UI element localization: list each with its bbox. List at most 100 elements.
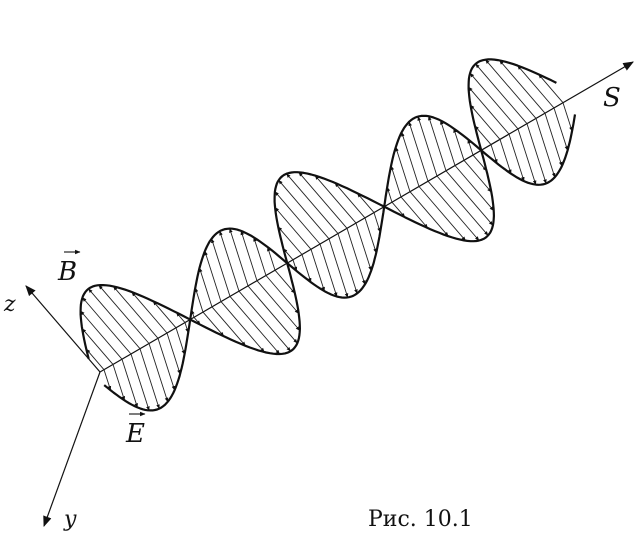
b-field-vector — [81, 328, 114, 365]
b-field-vector — [463, 160, 492, 193]
b-field-vector — [283, 248, 294, 261]
e-field-vector — [499, 139, 512, 175]
e-field-vector — [194, 287, 204, 313]
b-field-vector — [485, 59, 537, 119]
e-field-vector — [310, 249, 325, 292]
e-field-vector — [328, 238, 349, 298]
b-field-vector — [445, 170, 494, 226]
e-field-vector — [562, 102, 573, 132]
e-field-vector — [417, 116, 438, 177]
b-field-vector — [274, 269, 296, 294]
electric-field-hatching — [103, 102, 573, 411]
magnetic-field-curve — [79, 58, 557, 360]
b-field-vector — [474, 125, 492, 145]
e-label: E — [125, 419, 145, 449]
e-field-vector — [166, 332, 181, 375]
b-field-vector — [286, 173, 339, 234]
e-field-vector — [346, 228, 366, 285]
b-field-vector — [454, 165, 495, 211]
e-field-vector — [490, 144, 498, 164]
b-field-vector — [277, 226, 303, 255]
e-field-vector — [544, 113, 563, 167]
e-field-vector — [219, 230, 240, 292]
e-field-vector — [157, 338, 176, 391]
z-axis — [25, 285, 101, 373]
e-field-vector — [301, 254, 312, 283]
b-field-vector — [256, 280, 301, 331]
b-field-vector — [274, 191, 321, 245]
b-field-vector — [298, 171, 348, 229]
e-field-vector — [112, 364, 125, 401]
e-field-vector — [440, 120, 456, 166]
b-field-vector — [538, 73, 564, 103]
e-field-vector — [517, 128, 537, 186]
b-field-vector — [98, 284, 150, 344]
b-field-vector — [427, 180, 480, 241]
b-field-vector — [152, 300, 177, 329]
b-vector-label: B — [57, 249, 81, 287]
e-field-vector — [553, 107, 569, 151]
e-field-vector — [199, 267, 213, 308]
e-field-vector — [121, 359, 138, 408]
e-field-vector — [211, 238, 231, 297]
b-field-vector — [265, 275, 300, 314]
b-field-vector — [88, 288, 141, 349]
b-field-vector — [334, 182, 366, 219]
e-field-vector — [139, 348, 160, 410]
b-field-vector — [278, 179, 330, 240]
b-field-vector — [391, 201, 406, 218]
e-field-vector — [267, 246, 276, 271]
b-field-vector — [229, 296, 280, 355]
b-field-vector — [247, 285, 298, 344]
e-field-vector — [103, 369, 112, 391]
e-field-vector — [204, 250, 222, 302]
b-field-vector — [400, 196, 429, 229]
e-field-vector — [337, 233, 358, 294]
e-field-vector — [175, 327, 185, 355]
b-field-vector — [82, 297, 132, 355]
e-field-vector — [319, 243, 338, 297]
b-field-vector — [202, 311, 225, 337]
figure-caption: Рис. 10.1 — [368, 507, 473, 532]
b-field-vector — [314, 175, 357, 224]
e-field-vector — [535, 118, 556, 178]
e-vector-label: E — [125, 411, 146, 449]
b-field-vector — [113, 286, 159, 339]
b-field-vector — [469, 72, 519, 130]
b-field-vector — [470, 104, 501, 140]
e-field-vector — [355, 222, 372, 272]
e-field-vector — [364, 217, 377, 254]
s-label: S — [603, 83, 621, 113]
b-field-vector — [436, 175, 489, 236]
e-field-vector — [390, 165, 402, 198]
e-field-vector — [148, 343, 169, 403]
b-field-vector — [472, 154, 487, 172]
e-field-vector — [373, 212, 381, 233]
e-field-vector — [401, 131, 420, 187]
y-axis — [43, 371, 101, 528]
b-field-vector — [274, 207, 312, 250]
propagation-axis — [99, 61, 634, 373]
e-field-vector — [386, 186, 393, 203]
b-field-vector — [475, 63, 528, 124]
b-field-vector — [85, 348, 105, 370]
e-field-vector — [428, 115, 447, 171]
electric-field-curve — [103, 114, 577, 412]
b-field-vector — [211, 306, 246, 347]
e-field-vector — [130, 353, 150, 411]
magnetic-field-hatching — [80, 59, 564, 370]
b-field-vector — [517, 65, 555, 109]
z-label: z — [3, 292, 16, 317]
e-field-vector — [526, 123, 547, 184]
y-label: y — [63, 507, 77, 532]
b-field-vector — [418, 186, 466, 242]
e-field-vector — [240, 230, 258, 281]
b-field-vector — [468, 86, 510, 135]
b-field-vector — [220, 301, 265, 353]
e-field-vector — [467, 138, 474, 156]
b-field-vector — [131, 291, 168, 334]
b-field-vector — [409, 191, 449, 237]
b-field-vector — [499, 60, 546, 114]
